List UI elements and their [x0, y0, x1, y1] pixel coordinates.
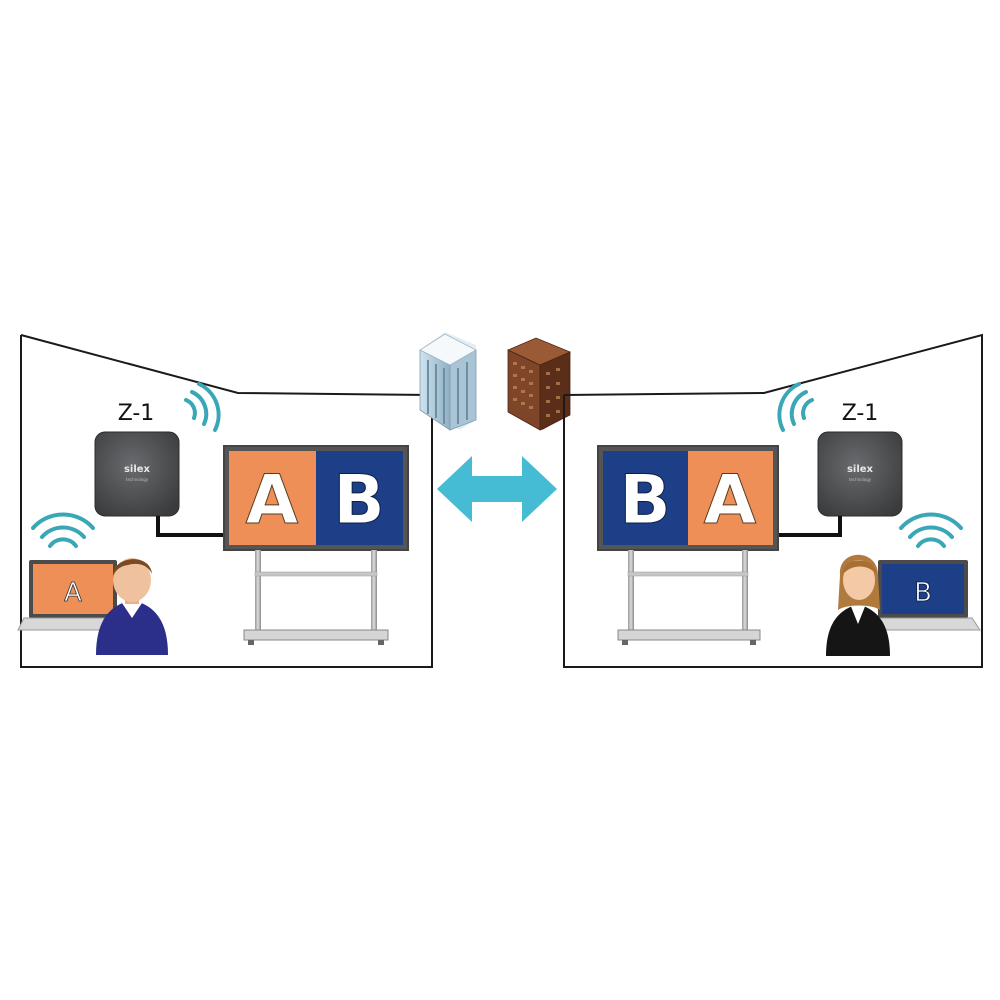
z1-access-point: silex technology — [817, 431, 903, 517]
screen-letter: A — [704, 461, 757, 540]
screen-panel — [688, 451, 773, 545]
wifi-icon — [777, 382, 814, 432]
screen-letter: B — [619, 461, 671, 540]
screen-panel — [603, 451, 688, 545]
z1-access-point: silex technology — [94, 431, 180, 517]
screen-letter: A — [246, 461, 299, 540]
building-left-icon — [419, 332, 477, 431]
display-stand — [617, 550, 761, 645]
cable — [774, 516, 842, 537]
display-stand — [243, 550, 389, 645]
room-right-outline — [563, 333, 983, 668]
wifi-icon — [31, 512, 95, 548]
screen-panel — [316, 451, 403, 545]
laptop-screen — [33, 564, 113, 614]
screen-letter: B — [333, 461, 385, 540]
display-right: B A — [597, 445, 779, 551]
device-subtext: technology — [849, 477, 872, 482]
laptop: B — [865, 560, 981, 631]
room-right: Z-1 silex technology B A — [563, 333, 983, 668]
device-subtext: technology — [126, 477, 149, 482]
screen-panel — [229, 451, 316, 545]
laptop-screen — [882, 564, 964, 614]
wifi-icon — [184, 382, 221, 432]
room-left: Z-1 silex technology A B — [17, 334, 433, 668]
laptop-letter: B — [914, 578, 932, 608]
laptop-letter: A — [64, 578, 82, 608]
device-label: Z-1 — [118, 401, 155, 426]
wifi-icon — [899, 512, 963, 548]
device-brand: silex — [124, 464, 151, 475]
cable — [156, 516, 226, 537]
device-label: Z-1 — [842, 401, 879, 426]
person-woman — [826, 554, 890, 656]
display-left: A B — [223, 445, 409, 551]
building-right-icon — [507, 337, 572, 431]
person-man — [96, 558, 168, 655]
device-brand: silex — [847, 464, 874, 475]
bidirectional-arrow-icon — [437, 456, 557, 522]
